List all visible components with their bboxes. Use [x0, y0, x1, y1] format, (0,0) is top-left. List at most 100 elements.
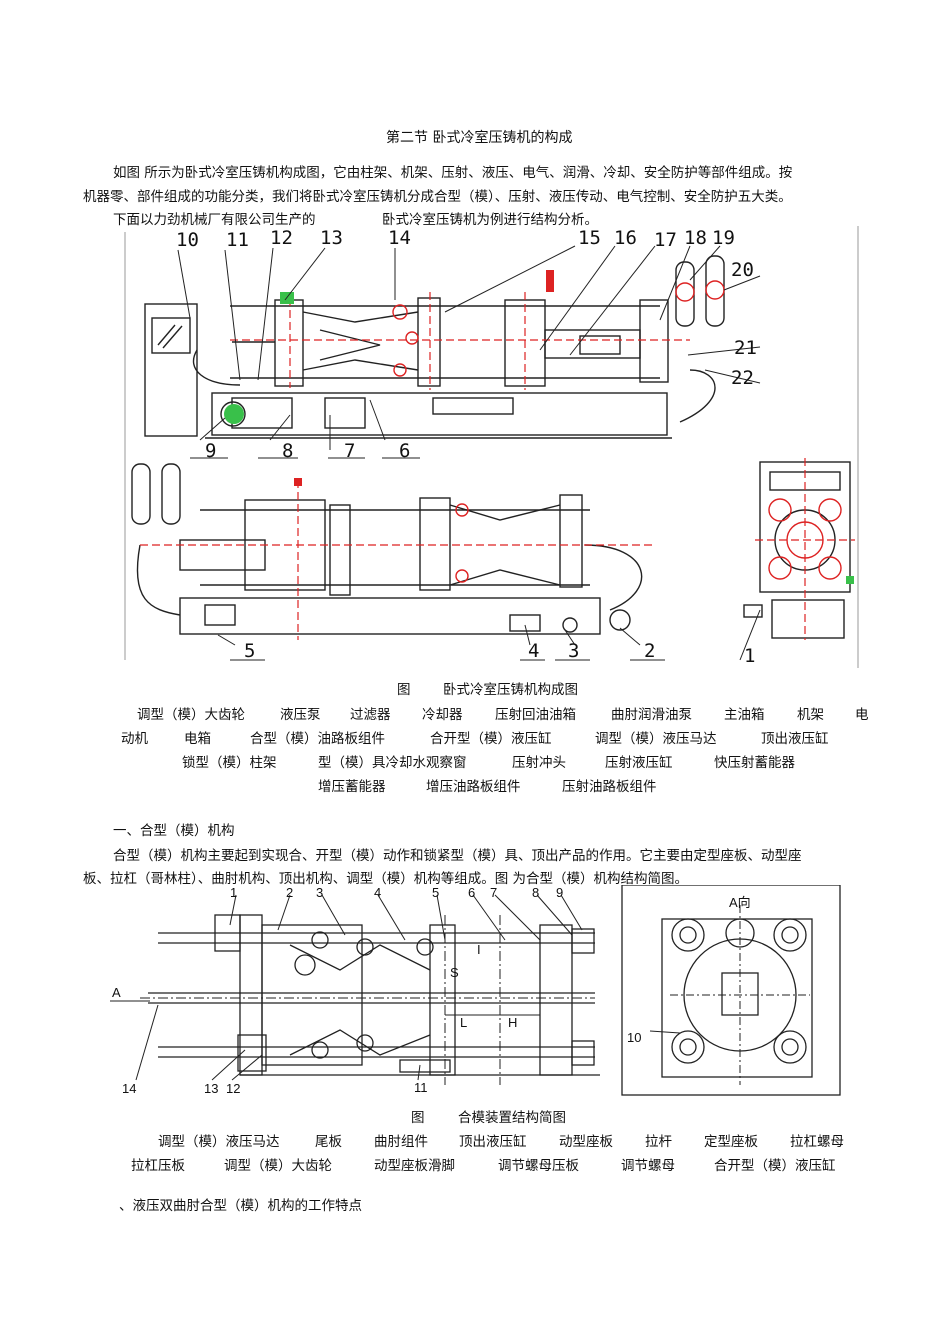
part-item: 拉杆	[645, 1134, 672, 1150]
callout-2: 2	[286, 885, 294, 900]
part-item: 增压油路板组件	[426, 779, 521, 795]
callout-20: 20	[731, 259, 754, 281]
dim-l-label: L	[460, 1015, 468, 1030]
part-item: 调节螺母	[621, 1158, 675, 1174]
figure2-caption-label: 图	[411, 1110, 425, 1126]
intro-line-1: 如图 所示为卧式冷室压铸机构成图，它由柱架、机架、压射、液压、电气、润滑、冷却、…	[113, 165, 793, 181]
dim-h-label: H	[508, 1015, 518, 1030]
part-item: 尾板	[315, 1134, 342, 1150]
part-item: 合型（模）油路板组件	[250, 731, 385, 747]
figure1-caption-text: 卧式冷室压铸机构成图	[443, 682, 578, 698]
callout-17: 17	[654, 229, 677, 251]
callout-8: 8	[282, 440, 294, 462]
part-item: 压射液压缸	[605, 755, 673, 771]
dim-s-label: S	[450, 965, 459, 980]
callout-3: 3	[316, 885, 324, 900]
callout-5: 5	[244, 640, 256, 662]
callout-4: 4	[374, 885, 382, 900]
callout-7: 7	[344, 440, 356, 462]
section-title: 第二节 卧式冷室压铸机的构成	[386, 130, 573, 146]
callout-7: 7	[490, 885, 498, 900]
part-item: 调型（模）液压马达	[595, 731, 717, 747]
intro-line-3b: 卧式冷室压铸机为例进行结构分析。	[382, 212, 598, 228]
machine-drawing	[124, 226, 859, 668]
callout-22: 22	[731, 367, 754, 389]
intro-line-2: 机器零、部件组成的功能分类，我们将卧式冷室压铸机分成合型（模）、压射、液压传动、…	[83, 189, 792, 205]
part-item: 定型座板	[704, 1134, 758, 1150]
part-item: 曲肘润滑油泵	[611, 707, 692, 723]
part-item: 拉杠螺母	[790, 1134, 844, 1150]
intro-line-3a: 下面以力劲机械厂有限公司生产的	[113, 212, 316, 228]
callout-1: 1	[744, 645, 756, 667]
figure2-caption-text: 合模装置结构简图	[458, 1110, 566, 1126]
part-item: 主油箱	[724, 707, 765, 723]
callout-13: 13	[320, 227, 343, 249]
callout-5: 5	[432, 885, 440, 900]
figure2-parts-row-2: 拉杠压板 调型（模）大齿轮 动型座板滑脚 调节螺母压板 调节螺母 合开型（模）液…	[0, 1154, 950, 1174]
callout-15: 15	[578, 227, 601, 249]
callout-14: 14	[388, 227, 411, 249]
part-item: 电	[855, 707, 869, 723]
part-item: 锁型（模）柱架	[182, 755, 277, 771]
figure2-parts-row-1: 调型（模）液压马达 尾板 曲肘组件 顶出液压缸 动型座板 拉杆 定型座板 拉杠螺…	[0, 1130, 950, 1150]
part-item: 动型座板	[559, 1134, 613, 1150]
callout-18: 18	[684, 227, 707, 249]
part-item: 调型（模）液压马达	[158, 1134, 280, 1150]
callout-1: 1	[230, 885, 238, 900]
part-item: 液压泵	[280, 707, 321, 723]
callout-4: 4	[528, 640, 540, 662]
callout-12: 12	[226, 1081, 241, 1096]
part-item: 电箱	[184, 731, 211, 747]
part-item: 动机	[121, 731, 148, 747]
part-item: 型（模）具冷却水观察窗	[318, 755, 467, 771]
callout-19: 19	[712, 227, 735, 249]
view-a-label: A向	[729, 895, 751, 910]
section2-heading: 、液压双曲肘合型（模）机构的工作特点	[119, 1198, 362, 1214]
arrow-a-label: A	[112, 985, 121, 1000]
part-item: 曲肘组件	[374, 1134, 428, 1150]
callout-10: 10	[627, 1030, 642, 1045]
part-item: 增压蓄能器	[318, 779, 386, 795]
callout-9: 9	[556, 885, 564, 900]
figure1-parts-row-3: 锁型（模）柱架 型（模）具冷却水观察窗 压射冲头 压射液压缸 快压射蓄能器	[0, 751, 950, 771]
callout-13: 13	[204, 1081, 219, 1096]
callout-16: 16	[614, 227, 637, 249]
part-item: 顶出液压缸	[459, 1134, 527, 1150]
callout-12: 12	[270, 227, 293, 249]
part-item: 顶出液压缸	[761, 731, 829, 747]
callout-11: 11	[226, 229, 249, 251]
figure1-parts-row-2: 动机 电箱 合型（模）油路板组件 合开型（模）液压缸 调型（模）液压马达 顶出液…	[0, 727, 950, 747]
callout-10: 10	[176, 229, 199, 251]
part-item: 调型（模）大齿轮	[137, 707, 245, 723]
section1-para-line-1: 合型（模）机构主要起到实现合、开型（模）动作和锁紧型（模）具、顶出产品的作用。它…	[113, 848, 802, 864]
part-item: 快压射蓄能器	[714, 755, 795, 771]
callout-9: 9	[205, 440, 217, 462]
part-item: 压射回油油箱	[495, 707, 576, 723]
part-item: 压射油路板组件	[562, 779, 657, 795]
callout-21: 21	[734, 337, 757, 359]
part-item: 合开型（模）液压缸	[430, 731, 552, 747]
callout-8: 8	[532, 885, 540, 900]
figure1-parts-row-4: 增压蓄能器 增压油路板组件 压射油路板组件	[0, 775, 950, 795]
part-item: 调型（模）大齿轮	[224, 1158, 332, 1174]
part-item: 冷却器	[422, 707, 463, 723]
callout-11: 11	[414, 1080, 428, 1095]
part-item: 动型座板滑脚	[374, 1158, 455, 1174]
figure1-parts-row-1: 调型（模）大齿轮 液压泵 过滤器 冷却器 压射回油油箱 曲肘润滑油泵 主油箱 机…	[0, 703, 950, 723]
callout-14: 14	[122, 1081, 137, 1096]
part-item: 拉杠压板	[131, 1158, 185, 1174]
section1-heading: 一、合型（模）机构	[113, 823, 235, 839]
callout-2: 2	[644, 640, 656, 662]
part-item: 合开型（模）液压缸	[714, 1158, 836, 1174]
part-item: 压射冲头	[512, 755, 566, 771]
figure1-caption-label: 图	[397, 682, 411, 698]
clamping-drawing	[110, 885, 841, 1096]
part-item: 机架	[797, 707, 824, 723]
part-item: 过滤器	[350, 707, 391, 723]
section1-para-line-2: 板、拉杠（哥林柱）、曲肘机构、顶出机构、调型（模）机构等组成。图 为合型（模）机…	[83, 871, 689, 887]
label-i: I	[477, 942, 481, 957]
callout-6: 6	[399, 440, 411, 462]
callout-3: 3	[568, 640, 580, 662]
part-item: 调节螺母压板	[498, 1158, 579, 1174]
callout-6: 6	[468, 885, 476, 900]
